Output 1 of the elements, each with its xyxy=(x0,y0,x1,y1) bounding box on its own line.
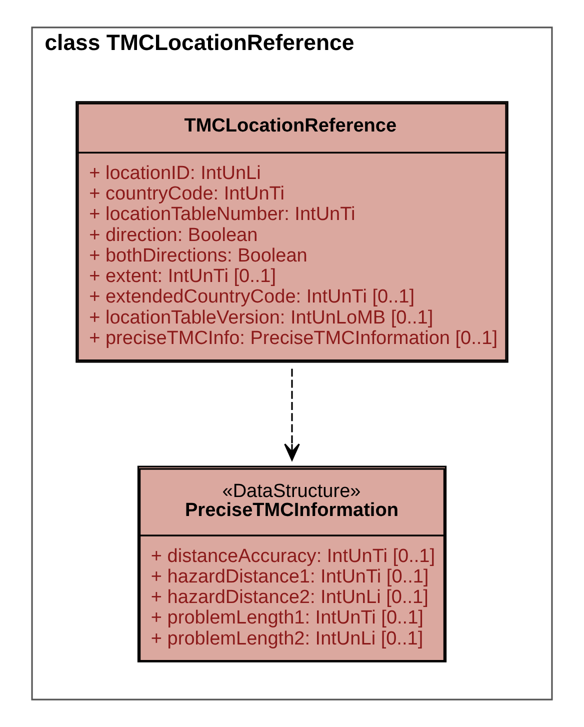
arrow xyxy=(284,368,300,461)
